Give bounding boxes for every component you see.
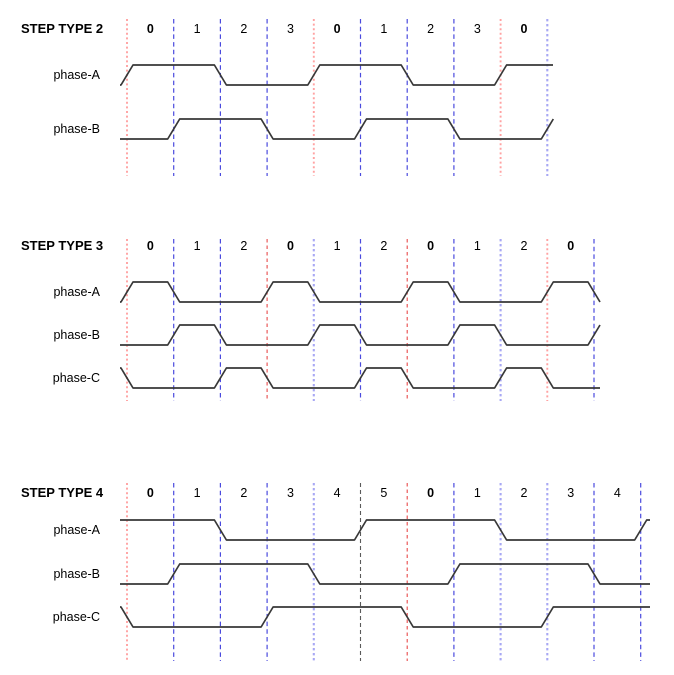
phase-label: phase-A [53,285,100,299]
step-number: 0 [147,486,154,500]
step-number: 0 [427,486,434,500]
step-number: 2 [427,22,434,36]
phase-c-waveform [120,367,600,389]
step-number: 1 [474,486,481,500]
step-number: 2 [380,239,387,253]
phase-label: phase-C [53,371,100,385]
step-number: 0 [147,22,154,36]
phase-a-waveform [120,64,553,86]
step-number: 2 [240,239,247,253]
step-number: 4 [614,486,621,500]
step-number: 1 [334,239,341,253]
phase-label: phase-B [53,567,100,581]
step-number: 1 [380,22,387,36]
step-number: 1 [194,486,201,500]
step-number: 2 [521,239,528,253]
phase-c-waveform [120,606,650,628]
step-number: 4 [334,486,341,500]
phase-label: phase-B [53,328,100,342]
section-title: STEP TYPE 2 [21,21,103,36]
phase-a-waveform [120,519,650,541]
phase-b-waveform [120,563,650,585]
step-number: 3 [287,22,294,36]
step-number: 0 [147,239,154,253]
step-number: 2 [240,22,247,36]
phase-label: phase-C [53,610,100,624]
step-number: 0 [334,22,341,36]
step-number: 0 [427,239,434,253]
phase-label: phase-A [53,523,100,537]
section-title: STEP TYPE 4 [21,485,104,500]
phase-a-waveform [120,281,601,303]
step-number: 2 [521,486,528,500]
step-number: 0 [521,22,528,36]
phase-b-waveform [120,118,555,140]
step-number: 0 [567,239,574,253]
step-number: 3 [287,486,294,500]
step-number: 2 [240,486,247,500]
phase-b-waveform [120,324,601,346]
phase-label: phase-B [53,122,100,136]
step-number: 5 [380,486,387,500]
step-number: 3 [474,22,481,36]
section-title: STEP TYPE 3 [21,238,103,253]
step-number: 1 [474,239,481,253]
step-number: 0 [287,239,294,253]
step-number: 1 [194,22,201,36]
step-number: 3 [567,486,574,500]
phase-label: phase-A [53,68,100,82]
step-number: 1 [194,239,201,253]
